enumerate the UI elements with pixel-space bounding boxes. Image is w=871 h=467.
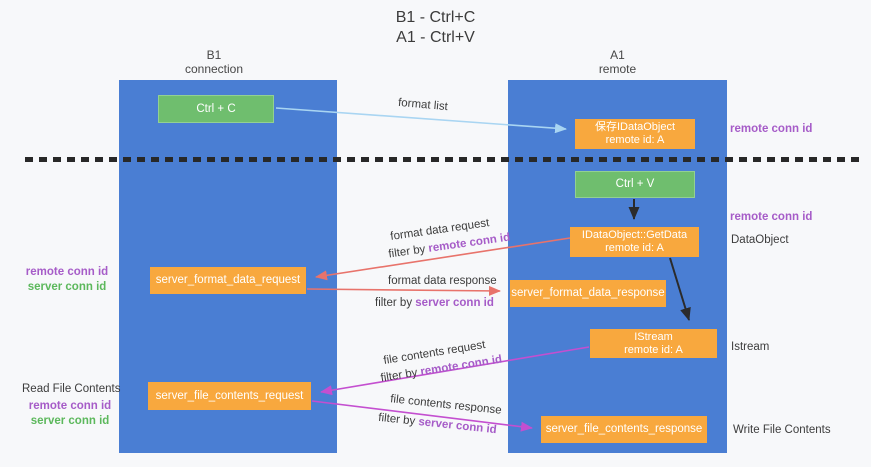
box-server-format-data-response: server_format_data_response — [510, 280, 666, 307]
title-line-2: A1 - Ctrl+V — [396, 29, 475, 46]
annotation-dataobject: DataObject — [731, 234, 789, 246]
diagram-title: B1 - Ctrl+C A1 - Ctrl+V — [0, 8, 871, 48]
box-save-idataobject-line1: 保存IDataObject — [594, 121, 676, 133]
label-format-data-response: format data response — [388, 275, 497, 287]
box-server-format-data-request-label: server_format_data_request — [155, 274, 301, 286]
box-save-idataobject: 保存IDataObject remote id: A — [575, 119, 695, 149]
box-getdata-line2: remote id: A — [605, 242, 664, 254]
annotation-remote-conn-id-top: remote conn id — [730, 123, 813, 135]
annotation-server-conn-id-left-1: server conn id — [27, 281, 107, 293]
box-istream-line2: remote id: A — [624, 343, 683, 356]
box-istream: IStream remote id: A — [590, 329, 717, 358]
annotation-conn-ids-format: remote conn id server conn id — [22, 265, 112, 295]
box-getdata-line1: IDataObject::GetData — [581, 229, 688, 241]
box-ctrl-v: Ctrl + V — [575, 171, 695, 198]
annotation-read-file-contents: Read File Contents — [22, 383, 121, 395]
title-line-1: B1 - Ctrl+C — [395, 9, 476, 26]
filter-by-text-2: filter by — [375, 297, 413, 309]
server-conn-id-text-2: server conn id — [417, 416, 498, 437]
annotation-read-file-contents-group: Read File Contents remote conn id server… — [22, 382, 121, 429]
column-header-b1: B1 connection — [119, 48, 309, 76]
annotation-write-file-contents: Write File Contents — [733, 424, 831, 436]
box-ctrl-c-label: Ctrl + C — [196, 102, 236, 115]
box-server-file-contents-request-label: server_file_contents_request — [155, 389, 304, 402]
column-header-a1: A1 remote — [508, 48, 727, 76]
box-istream-line1: IStream — [634, 330, 673, 343]
box-ctrl-c: Ctrl + C — [158, 95, 274, 123]
box-save-idataobject-line2: remote id: A — [605, 134, 665, 146]
box-ctrl-v-label: Ctrl + V — [615, 178, 655, 190]
annotation-server-conn-id-left-2: server conn id — [30, 415, 110, 427]
box-server-file-contents-response: server_file_contents_response — [541, 416, 707, 443]
box-idataobject-getdata: IDataObject::GetData remote id: A — [570, 227, 699, 257]
label-file-contents-response: file contents response — [389, 393, 503, 417]
annotation-remote-conn-id-mid: remote conn id — [730, 211, 813, 223]
dashed-separator-line — [25, 157, 863, 162]
column-a1-sub: remote — [598, 62, 637, 76]
filter-by-text-1: filter by — [387, 243, 427, 261]
filter-by-text-4: filter by — [377, 411, 416, 428]
label-filter-server-2: filter by server conn id — [378, 412, 498, 436]
annotation-istream: Istream — [731, 341, 770, 353]
box-server-file-contents-request: server_file_contents_request — [148, 382, 311, 410]
annotation-remote-conn-id-left-2: remote conn id — [28, 400, 112, 412]
column-a1-name: A1 — [610, 48, 625, 62]
column-b1-name: B1 — [206, 48, 222, 62]
box-server-format-data-response-label: server_format_data_response — [511, 287, 665, 299]
box-server-format-data-request: server_format_data_request — [150, 267, 306, 294]
annotation-remote-conn-id-left-1: remote conn id — [25, 266, 109, 278]
label-format-list: format list — [397, 96, 449, 114]
filter-by-text-3: filter by — [379, 366, 419, 385]
column-b1-sub: connection — [184, 62, 244, 76]
label-filter-server-1: filter by server conn id — [375, 297, 494, 309]
server-conn-id-text-1: server conn id — [415, 297, 494, 309]
box-server-file-contents-response-label: server_file_contents_response — [545, 423, 703, 435]
